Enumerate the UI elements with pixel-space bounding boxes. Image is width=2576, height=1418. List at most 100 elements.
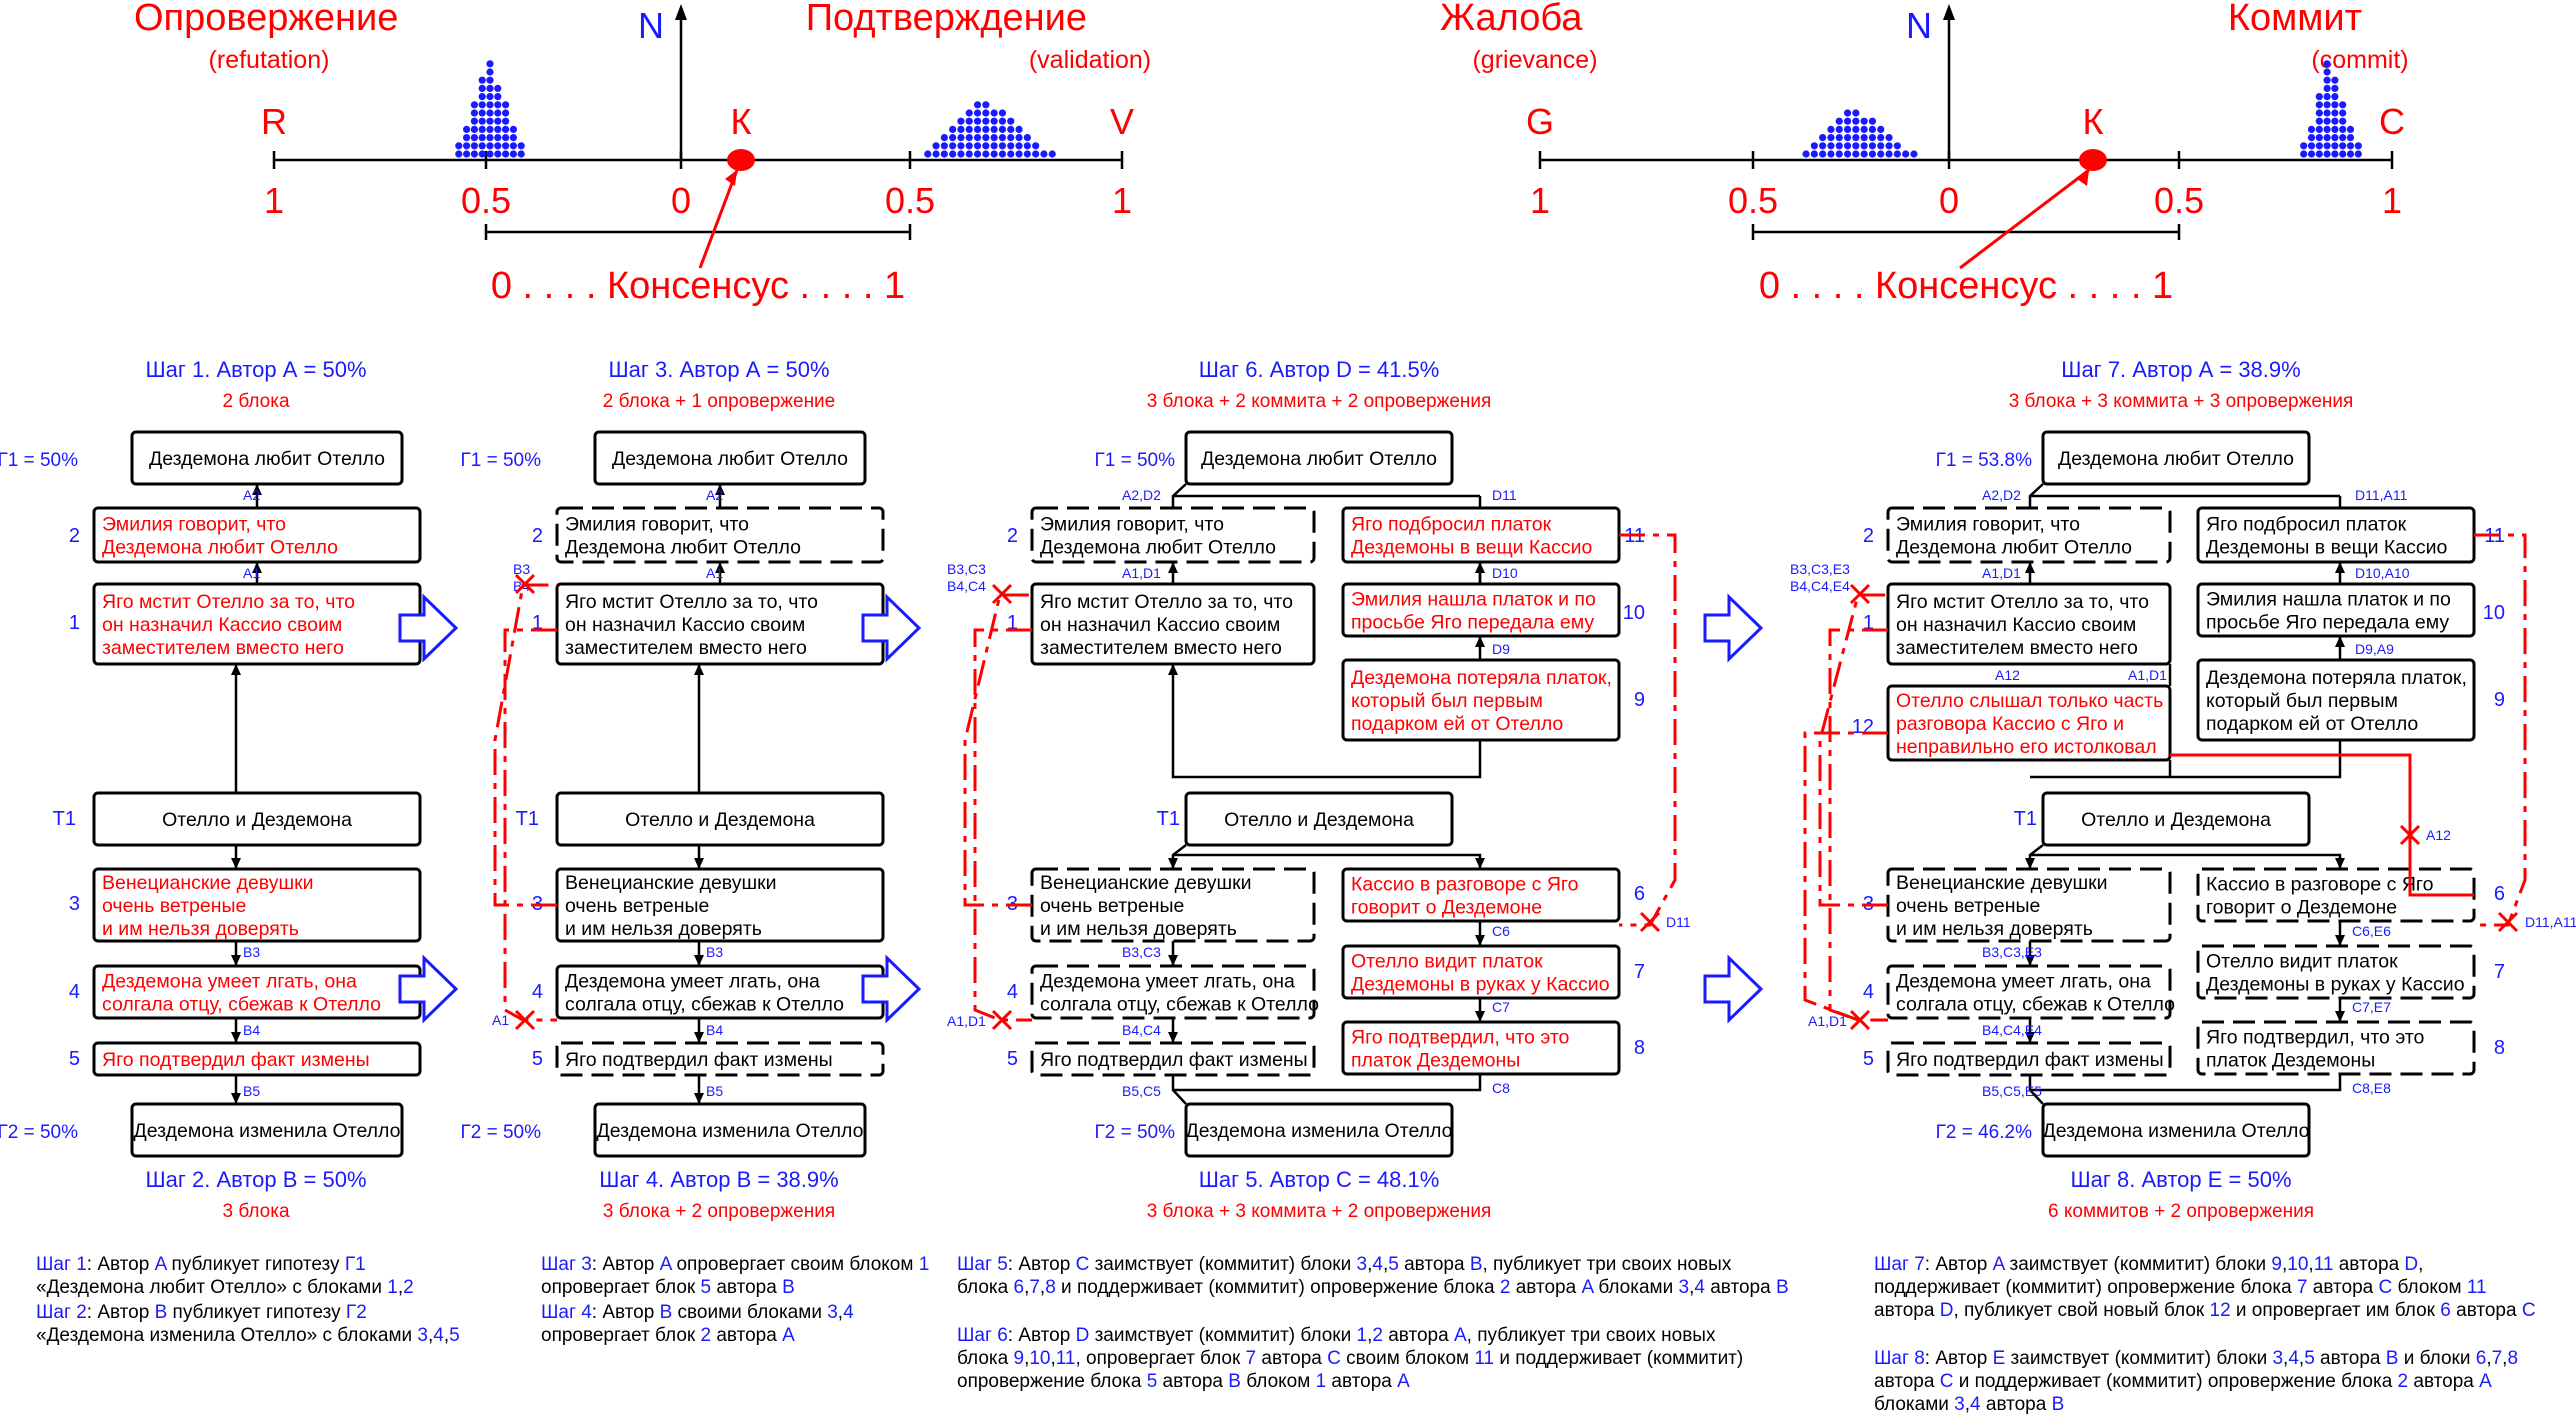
note-text: публикует гипотезу xyxy=(167,1302,346,1323)
hypothesis-g2[interactable] xyxy=(2041,1102,2311,1158)
arrow-head-icon xyxy=(715,484,725,495)
distribution-dot xyxy=(502,117,510,125)
connector-path xyxy=(2028,921,2342,1043)
note-ref: B xyxy=(659,1302,673,1323)
note-ref: C xyxy=(2521,1300,2536,1321)
connector-path xyxy=(1818,593,1888,907)
hypothesis-g1[interactable] xyxy=(593,430,867,486)
hypothesis-g1[interactable] xyxy=(2041,430,2311,486)
connector-path xyxy=(2474,533,2527,927)
note-text: автора xyxy=(2408,1371,2480,1392)
note-text: блоками xyxy=(1874,1394,1955,1415)
step-arrow-icon xyxy=(398,593,459,663)
arrow-head-icon xyxy=(2335,935,2345,946)
block-3-text: Венецианские девушки xyxy=(565,872,777,894)
distribution-dot xyxy=(1852,150,1860,158)
distribution-dot xyxy=(957,134,965,142)
hypothesis-g2[interactable] xyxy=(130,1102,404,1158)
distribution-dot xyxy=(982,125,990,133)
block-number: 9 xyxy=(2494,689,2505,711)
step-subtitle: 3 блока + 2 коммита + 2 опровержения xyxy=(1147,391,1492,412)
note-ref: 6 xyxy=(1013,1277,1025,1298)
block-7-text: Дездемоны в руках у Кассио xyxy=(2206,974,2465,996)
distribution-dot xyxy=(502,125,510,133)
block-number: 3 xyxy=(69,893,80,915)
note-ref: Шаг 2 xyxy=(36,1302,87,1323)
connector-path xyxy=(963,593,1032,907)
distribution-dot xyxy=(990,150,998,158)
block-4-text: Дездемона умеет лгать, она xyxy=(1896,971,2151,993)
block-7[interactable] xyxy=(2196,944,2476,1000)
block-9[interactable] xyxy=(2196,658,2476,742)
hypothesis-g1[interactable] xyxy=(130,430,404,486)
hypothesis-g2[interactable] xyxy=(593,1102,867,1158)
distribution-dot xyxy=(1893,142,1901,150)
distribution-dot xyxy=(973,150,982,158)
note-ref: B xyxy=(2385,1348,2399,1369)
g2-label: Г2 = 50% xyxy=(0,1122,78,1143)
hypothesis-g2-text: Дездемона изменила Отелло xyxy=(597,1120,864,1142)
connector-path xyxy=(973,628,1032,1022)
axis-arrow-icon xyxy=(675,4,687,20)
block-10[interactable] xyxy=(2196,582,2476,638)
note-ref: 1 xyxy=(918,1254,930,1275)
note-text: опровергает блок xyxy=(541,1325,701,1346)
distribution-dot xyxy=(965,125,973,133)
block-2-text: Дездемона любит Отелло xyxy=(1896,537,2132,559)
left-tick: 0.5 xyxy=(461,180,511,221)
topic-t1[interactable] xyxy=(555,791,885,847)
hypothesis-g2[interactable] xyxy=(1184,1102,1454,1158)
distribution-dot xyxy=(2323,109,2331,117)
note-text: автора xyxy=(1704,1277,1776,1298)
link-label: A1 xyxy=(243,565,260,581)
right-pos-title: Коммит xyxy=(2228,0,2362,39)
step-arrow-icon xyxy=(398,954,459,1024)
distribution-dot xyxy=(1819,150,1827,158)
hypothesis-g1[interactable] xyxy=(1184,430,1454,486)
distribution-dot xyxy=(1860,117,1868,125)
note-ref: A xyxy=(1397,1371,1410,1392)
note-ref: 4 xyxy=(2288,1348,2299,1369)
topic-t1[interactable] xyxy=(2041,791,2311,847)
note-ref: 3 xyxy=(2272,1348,2284,1369)
connector-path xyxy=(1828,628,1888,1022)
note-step8: Шаг 8: Автор E заимствует (коммитит) бло… xyxy=(1874,1347,2564,1416)
block-3-text: Венецианские девушки xyxy=(102,872,314,894)
topic-t1[interactable] xyxy=(92,791,422,847)
note-ref: 10 xyxy=(1029,1348,1051,1369)
step-title: Шаг 6. Автор D = 41.5% xyxy=(1199,357,1440,382)
distribution-dot xyxy=(990,109,998,117)
step-title: Шаг 8. Автор E = 50% xyxy=(2070,1167,2291,1192)
note-ref: 11 xyxy=(2313,1254,2334,1275)
arrow-head-icon xyxy=(231,1032,241,1043)
block-3-text: очень ветреные xyxy=(102,895,246,917)
note-text: опровергает своим блоком xyxy=(671,1254,919,1275)
note-ref: 3 xyxy=(1954,1394,1965,1415)
t1-label: Т1 xyxy=(53,808,76,830)
arrow-head-icon xyxy=(2335,1011,2345,1022)
distribution-dot xyxy=(932,142,940,150)
distribution-dot xyxy=(932,150,940,158)
distribution-dot xyxy=(1852,134,1860,142)
note-ref: 3 xyxy=(1678,1277,1690,1298)
note-ref: 12 xyxy=(2209,1300,2231,1321)
topic-t1[interactable] xyxy=(1184,791,1454,847)
right-k-label: К xyxy=(2083,101,2104,142)
distribution-dot xyxy=(1885,134,1893,142)
block-3-text: Венецианские девушки xyxy=(1896,872,2108,894)
note-text: , xyxy=(2502,1348,2508,1369)
block-5[interactable] xyxy=(555,1041,885,1077)
block-12[interactable] xyxy=(1886,684,2172,762)
link-label: D11 xyxy=(1492,487,1517,503)
note-text: автора xyxy=(1874,1371,1940,1392)
distribution-dot xyxy=(2323,125,2331,133)
distribution-dot xyxy=(1015,125,1023,133)
block-8[interactable] xyxy=(2196,1020,2476,1076)
block-number: 9 xyxy=(1634,689,1645,711)
distribution-dot xyxy=(1885,142,1893,150)
block-9-text: подарком ей от Отелло xyxy=(2206,713,2418,735)
arrow-head-icon xyxy=(2025,1032,2035,1043)
block-5[interactable] xyxy=(92,1041,422,1077)
block-3[interactable] xyxy=(92,867,422,943)
